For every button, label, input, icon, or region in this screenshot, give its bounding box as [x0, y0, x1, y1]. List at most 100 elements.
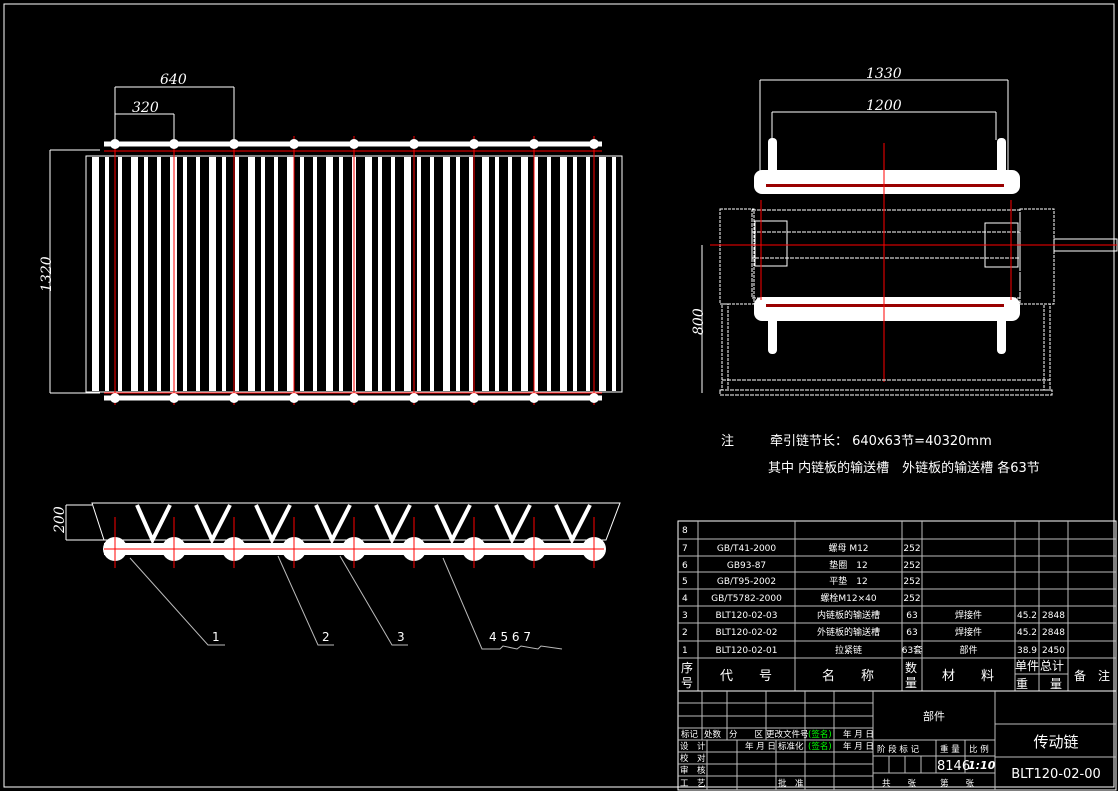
slat [222, 157, 226, 391]
scale-label: 比 例 [969, 744, 989, 755]
slat [105, 157, 109, 391]
dim-200: 200 [52, 506, 68, 534]
truss-member [314, 504, 352, 545]
bom-cell-name: 垫圈 12 [829, 559, 867, 571]
upper-slat [754, 170, 1020, 194]
header-qty-a: 数 [905, 660, 917, 675]
slat [612, 157, 616, 391]
header-unit: 单件 [1015, 659, 1039, 673]
balloon-1: 1 [212, 630, 220, 644]
balloon-3: 3 [397, 630, 405, 644]
slat [443, 157, 450, 391]
truss-member [135, 504, 172, 545]
balloon-2: 2 [322, 630, 330, 644]
sheet-number-label: 第 张 [940, 778, 975, 789]
bom-cell-code: BLT120-02-03 [715, 611, 777, 621]
header-no-a: 序 [681, 660, 693, 675]
standard-sign-label: (签名) [808, 741, 832, 752]
truss-member [434, 504, 472, 545]
bom-cell-no: 5 [682, 577, 688, 587]
header-no-b: 号 [681, 676, 693, 690]
right-bearing-housing [1019, 208, 1055, 305]
bom-cell-qty: 63 [906, 628, 917, 638]
truss-member [554, 504, 592, 545]
header-remark: 备 注 [1074, 668, 1110, 683]
bom-cell-name: 外链板的输送槽 [817, 626, 880, 638]
sheet-border [3, 3, 1115, 788]
base-frame [719, 389, 1053, 396]
header-qty-b: 量 [905, 676, 917, 690]
bom-cell-code: GB/T95-2002 [717, 577, 776, 587]
bom-cell-code: BLT120-02-01 [715, 646, 777, 656]
slat [573, 157, 577, 391]
lower-slat [754, 297, 1020, 321]
slat [508, 157, 512, 391]
bom-cell-code: GB93-87 [727, 561, 766, 571]
dim-1320: 1320 [39, 256, 55, 292]
slat [248, 157, 255, 391]
slat [313, 157, 317, 391]
bom-cell-name: 螺栓M12×40 [820, 592, 876, 604]
dim-1200: 1200 [866, 98, 902, 114]
bom-cell-qty: 252 [903, 577, 920, 587]
bom-cell-code: GB/T5782-2000 [711, 594, 782, 604]
bom-cell-unit-wt: 38.9 [1017, 646, 1037, 656]
bom-cell-material: 焊接件 [955, 626, 982, 638]
header-weight-a: 重 [1016, 677, 1028, 691]
bom-cell-total-wt: 2848 [1042, 611, 1065, 621]
header-total: 总计 [1040, 659, 1064, 673]
side-truss [135, 504, 592, 545]
bom-cell-no: 1 [682, 646, 688, 656]
balloon-leader-1 [129, 557, 225, 646]
dim-640: 640 [160, 72, 187, 88]
drawing-number: BLT120-02-00 [1011, 767, 1101, 782]
weight-label: 重 量 [940, 744, 960, 755]
balloon-4-7: 4 5 6 7 [489, 630, 531, 644]
side-view: 200 1 2 3 4 5 6 7 [52, 502, 621, 650]
slat [235, 157, 239, 391]
weight-value: 8146 [937, 759, 970, 774]
slat [209, 157, 216, 391]
slat [183, 157, 187, 391]
process-label: 工 艺 [680, 779, 706, 789]
slat [456, 157, 460, 391]
bom-row: 8 [682, 526, 688, 536]
plan-view: 640 320 1320 [39, 72, 623, 405]
bom-cell-unit-wt: 45.2 [1017, 628, 1037, 638]
bom-cell-unit-wt: 45.2 [1017, 611, 1037, 621]
balloon-leader-2 [277, 555, 334, 646]
bom-cell-material: 部件 [959, 644, 977, 656]
header-material: 材 料 [942, 669, 994, 684]
slat [92, 157, 99, 391]
notes-label: 注 [721, 434, 734, 449]
slat [300, 157, 304, 391]
slat [560, 157, 567, 391]
rev-zone-label: 分 区 [729, 730, 764, 740]
bom-cell-name: 拉紧链 [835, 644, 862, 656]
end-view: 1330 1200 800 [691, 66, 1118, 396]
rev-mark-label: 标记 [681, 729, 699, 740]
rev-date-label: 年 月 日 [843, 729, 874, 740]
slat [365, 157, 372, 391]
bom-cell-qty: 252 [903, 544, 920, 554]
check-label: 校 对 [680, 753, 706, 764]
bom-cell-no: 8 [682, 526, 688, 536]
balloon-leader-4-7 [442, 557, 563, 650]
slat [521, 157, 528, 391]
bom-cell-no: 4 [682, 594, 688, 604]
slat [131, 157, 138, 391]
truss-member [494, 504, 532, 545]
title-block: 标记 处数 分 区 更改文件号 (签名) 年 月 日 设 计 年 月 日 标准化… [677, 690, 1117, 791]
bom-cell-material: 焊接件 [955, 609, 982, 621]
bom-cell-code: BLT120-02-02 [715, 628, 777, 638]
slat [404, 157, 411, 391]
scale-value: 1:10 [968, 759, 996, 772]
slat [326, 157, 333, 391]
left-bearing-housing [719, 208, 755, 305]
